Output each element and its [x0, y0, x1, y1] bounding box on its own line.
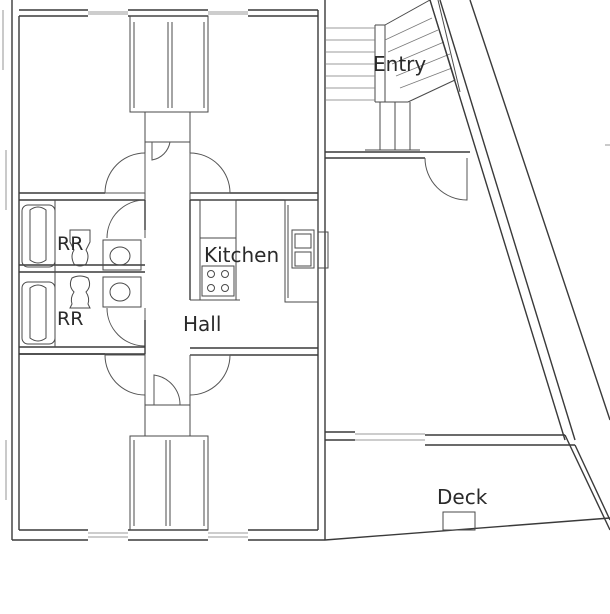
sink-bottom [102, 276, 142, 308]
doors-top [104, 141, 231, 194]
bathroom-top [19, 199, 146, 273]
kitchen-sink [291, 229, 315, 269]
bathroom-bottom [19, 200, 146, 355]
toilet-bottom [69, 275, 91, 309]
stove [201, 265, 235, 297]
closet-bottom [129, 435, 209, 531]
entry-stair [325, 0, 470, 201]
angled-walls [324, 0, 610, 541]
closet-top [129, 15, 209, 113]
kitchen [189, 199, 329, 303]
bottom-bedroom-wall [19, 347, 318, 437]
bathtub-bottom [21, 281, 56, 345]
label-rr-top: RR [57, 233, 83, 255]
label-entry: Entry [373, 52, 426, 76]
label-kitchen: Kitchen [204, 243, 279, 267]
top-bedroom-wall [19, 111, 318, 201]
sink-top [102, 239, 142, 271]
room-labels: Entry RR RR Kitchen Hall Deck [57, 52, 488, 509]
exterior-walls [2, 0, 326, 541]
label-rr-bottom: RR [57, 308, 83, 330]
label-deck: Deck [437, 485, 488, 509]
label-hall: Hall [183, 312, 221, 336]
bathtub-top [21, 204, 56, 268]
toilet-top [69, 229, 91, 267]
deck-step [442, 511, 476, 531]
